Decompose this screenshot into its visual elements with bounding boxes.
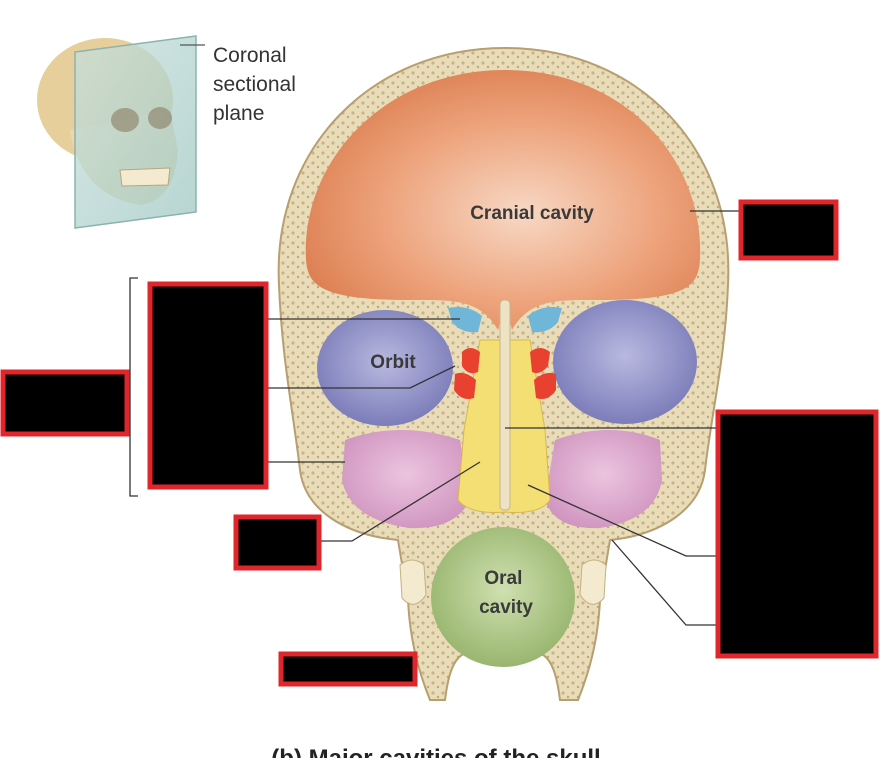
leader-lines [129, 210, 740, 626]
inset-skull-orbit-left [111, 108, 139, 132]
figure-caption: (b) Major cavities of the skull [271, 745, 600, 758]
inset-skull-orbit-right [148, 107, 172, 129]
inset-skull-teeth [119, 167, 171, 187]
oral-cavity-label-line2: cavity [479, 597, 533, 618]
leader-nasal-concha [320, 461, 481, 542]
inset-skull-figure [37, 35, 205, 229]
maxillary-sinus-right-region [545, 430, 662, 529]
nasal-septum [499, 299, 511, 511]
inset-plane-label-line1: Coronal [213, 44, 287, 67]
oral-cavity-label-line1: Oral [484, 568, 522, 589]
maxillary-sinus-left-region [342, 430, 470, 529]
teeth [399, 559, 607, 605]
frontal-sinus-region [448, 307, 562, 333]
inset-plane-label-line2: sectional [213, 73, 296, 96]
redacted-label-4 [715, 409, 879, 659]
redacted-label-6 [278, 651, 418, 687]
inset-plane-label: Coronal sectional plane [213, 44, 302, 125]
orbit-label: Orbit [370, 352, 416, 373]
cranial-cavity-region [305, 70, 701, 330]
inset-plane-label-line3: plane [213, 102, 264, 125]
oral-cavity-label: Oral cavity [479, 568, 533, 618]
redacted-label-3 [738, 199, 839, 261]
paranasal-bracket [129, 277, 138, 497]
orbit-right-region [553, 300, 697, 424]
leader-nasal-concha-right [527, 484, 716, 557]
skull-section: Cranial cavity Orbit Oral cavity [277, 46, 730, 701]
leader-oral-structure [611, 539, 716, 626]
redacted-label-1 [147, 281, 269, 490]
cranial-cavity-label: Cranial cavity [470, 203, 594, 224]
oral-cavity-region [431, 527, 575, 667]
ethmoidal-air-cells [454, 348, 556, 399]
leader-ethmoidal-angle [409, 365, 456, 389]
redacted-label-2 [0, 369, 130, 437]
redacted-label-boxes [0, 199, 879, 687]
redacted-label-5 [233, 514, 322, 571]
orbit-left-region [317, 310, 453, 426]
inset-coronal-plane [74, 35, 197, 229]
